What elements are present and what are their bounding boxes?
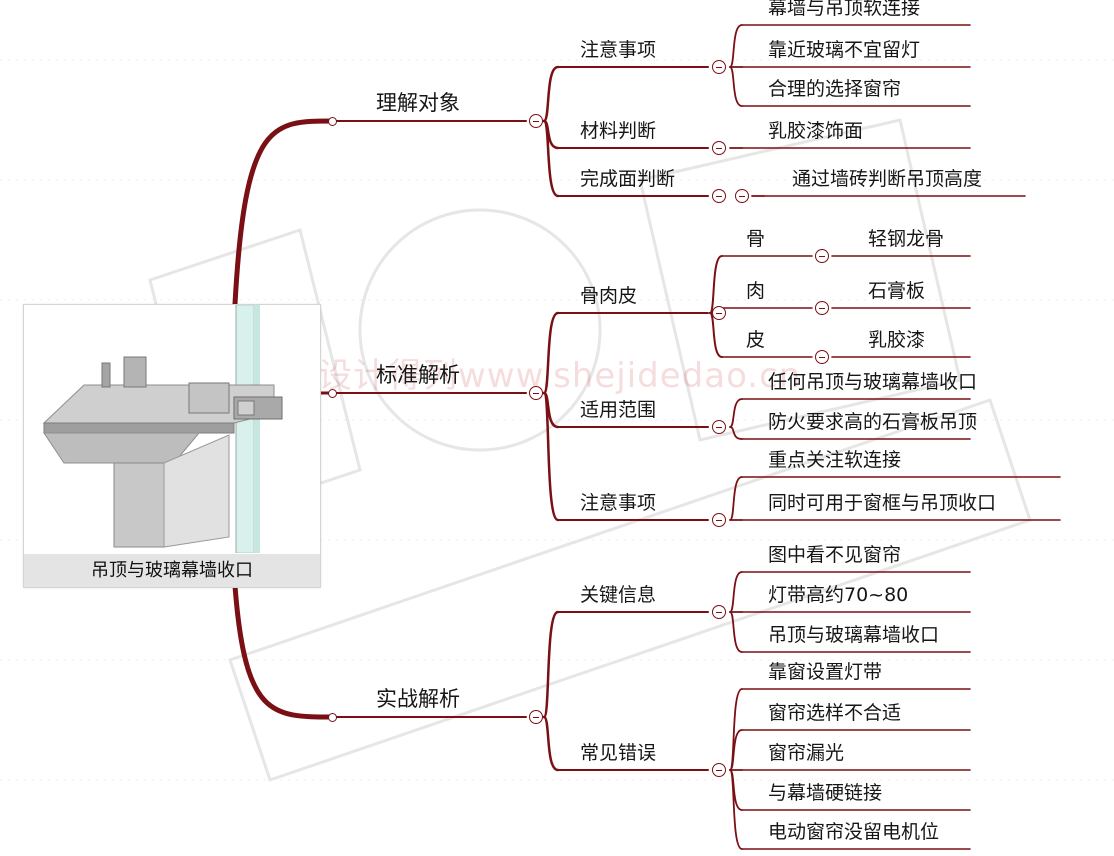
leaf-node[interactable]: 通过墙砖判断吊顶高度 bbox=[792, 168, 983, 190]
collapse-toggle-icon[interactable] bbox=[735, 189, 749, 203]
leaf-node[interactable]: 同时可用于窗框与吊顶收口 bbox=[768, 492, 997, 514]
connector-line bbox=[729, 769, 743, 850]
level3-node[interactable]: 肉 bbox=[746, 280, 766, 302]
level2-node[interactable]: 材料判断 bbox=[580, 120, 657, 142]
connector-line bbox=[709, 255, 723, 314]
leaf-node[interactable]: 合理的选择窗帘 bbox=[768, 78, 902, 100]
level2-node[interactable]: 完成面判断 bbox=[580, 168, 676, 190]
level3-node[interactable]: 皮 bbox=[746, 329, 766, 351]
connector-line bbox=[232, 583, 335, 720]
connector-line bbox=[729, 66, 743, 107]
collapse-toggle-icon[interactable] bbox=[712, 763, 726, 777]
collapse-toggle-icon[interactable] bbox=[815, 249, 829, 263]
collapse-toggle-icon[interactable] bbox=[712, 513, 726, 527]
level2-node[interactable]: 适用范围 bbox=[580, 399, 657, 421]
root-node[interactable]: 吊顶与玻璃幕墙收口 bbox=[23, 304, 321, 588]
collapse-toggle-icon[interactable] bbox=[815, 301, 829, 315]
connector-line bbox=[232, 118, 335, 307]
leaf-node[interactable]: 靠近玻璃不宜留灯 bbox=[768, 39, 921, 61]
connector-line bbox=[542, 391, 560, 522]
connector-line bbox=[729, 729, 743, 771]
leaf-node[interactable]: 重点关注软连接 bbox=[768, 449, 902, 471]
collapse-toggle-icon[interactable] bbox=[712, 141, 726, 155]
connector-line bbox=[542, 119, 560, 198]
connector-line bbox=[542, 65, 560, 123]
leaf-node[interactable]: 靠窗设置灯带 bbox=[768, 661, 883, 683]
leaf-node[interactable]: 乳胶漆饰面 bbox=[768, 120, 864, 142]
leaf-node[interactable]: 图中看不见窗帘 bbox=[768, 544, 902, 566]
leaf-node[interactable]: 防火要求高的石膏板吊顶 bbox=[768, 411, 978, 433]
connector-line bbox=[542, 715, 560, 772]
watermark-text: 设计得列www.shejidedao.cn bbox=[318, 356, 802, 396]
level1-node[interactable]: 标准解析 bbox=[376, 363, 460, 387]
leaf-node[interactable]: 任何吊顶与玻璃幕墙收口 bbox=[768, 371, 978, 393]
collapse-toggle-icon[interactable] bbox=[712, 306, 726, 320]
connector-line bbox=[542, 610, 560, 719]
leaf-node[interactable]: 吊顶与玻璃幕墙收口 bbox=[768, 624, 940, 646]
collapse-toggle-icon[interactable] bbox=[712, 605, 726, 619]
connector-line bbox=[709, 312, 723, 358]
connector-line bbox=[729, 611, 743, 653]
leaf-node[interactable]: 窗帘漏光 bbox=[768, 742, 845, 764]
level2-node[interactable]: 关键信息 bbox=[580, 584, 657, 606]
connector-line bbox=[729, 426, 743, 440]
connector-line bbox=[729, 571, 743, 613]
level2-node[interactable]: 常见错误 bbox=[580, 742, 657, 764]
level1-node[interactable]: 实战解析 bbox=[376, 687, 460, 711]
connector-line bbox=[729, 398, 743, 428]
connector-dot bbox=[327, 116, 337, 126]
collapse-toggle-icon[interactable] bbox=[529, 710, 543, 724]
connector-line bbox=[729, 476, 743, 521]
collapse-toggle-icon[interactable] bbox=[712, 189, 726, 203]
connector-dot bbox=[327, 712, 337, 722]
level2-node[interactable]: 骨肉皮 bbox=[580, 285, 638, 307]
leaf-node[interactable]: 幕墙与吊顶软连接 bbox=[768, 0, 921, 19]
level2-node[interactable]: 注意事项 bbox=[580, 492, 657, 514]
leaf-node[interactable]: 乳胶漆 bbox=[868, 329, 926, 351]
collapse-toggle-icon[interactable] bbox=[815, 350, 829, 364]
leaf-node[interactable]: 窗帘选样不合适 bbox=[768, 702, 902, 724]
leaf-node[interactable]: 与幕墙硬链接 bbox=[768, 782, 883, 804]
leaf-node[interactable]: 灯带高约70~80 bbox=[768, 584, 909, 606]
connector-dot bbox=[327, 388, 337, 398]
leaf-node[interactable]: 电动窗帘没留电机位 bbox=[768, 821, 940, 843]
connector-line bbox=[729, 24, 743, 68]
level2-node[interactable]: 注意事项 bbox=[580, 39, 657, 61]
collapse-toggle-icon[interactable] bbox=[529, 114, 543, 128]
root-label: 吊顶与玻璃幕墙收口 bbox=[24, 554, 320, 587]
level3-node[interactable]: 骨 bbox=[746, 228, 766, 250]
collapse-toggle-icon[interactable] bbox=[529, 386, 543, 400]
leaf-node[interactable]: 石膏板 bbox=[868, 280, 926, 302]
connector-line bbox=[542, 311, 560, 395]
collapse-toggle-icon[interactable] bbox=[712, 420, 726, 434]
level1-node[interactable]: 理解对象 bbox=[376, 91, 460, 115]
leaf-node[interactable]: 轻钢龙骨 bbox=[868, 228, 945, 250]
collapse-toggle-icon[interactable] bbox=[712, 60, 726, 74]
ceiling-curtain-wall-section-illustration bbox=[42, 305, 283, 553]
